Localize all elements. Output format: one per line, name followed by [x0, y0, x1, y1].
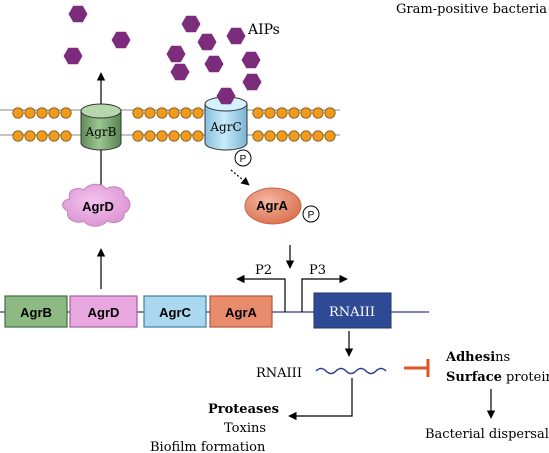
lipid-head [132, 107, 144, 119]
aip-hexagon [63, 47, 83, 65]
operon-gene-agrd: AgrD [69, 295, 138, 328]
agrc-receptor: AgrC [204, 96, 248, 151]
lipid-head [144, 130, 156, 142]
agr-operon: AgrB AgrD AgrC AgrA [4, 295, 273, 328]
lipid-head [60, 130, 72, 142]
aip-hexagon [226, 27, 246, 45]
aip-hexagon [111, 31, 131, 49]
lipid-head [168, 130, 180, 142]
lipid-head [264, 107, 276, 119]
lipid-head [324, 130, 336, 142]
rnaiii-gene: RNAIII [313, 292, 392, 329]
aip-hexagon [242, 73, 262, 91]
lipid-head [276, 130, 288, 142]
aip-molecules [63, 5, 262, 91]
operon-gene-label: AgrC [159, 305, 191, 320]
rnaiii-transcript-wave [315, 367, 387, 375]
lipid-head [12, 107, 24, 119]
bound-aip [216, 87, 236, 105]
virulence-arrow [288, 378, 353, 421]
lipid-head [24, 130, 36, 142]
lipid-head [180, 130, 192, 142]
lipid-head [24, 107, 36, 119]
phospho-agrc-icon: P [234, 149, 252, 167]
promoter-p3: P3 [301, 263, 348, 312]
agrb-label: AgrB [85, 125, 117, 139]
lipid-head [252, 107, 264, 119]
lipid-head [192, 130, 204, 142]
aip-hexagon [204, 55, 224, 73]
lipid-head [132, 130, 144, 142]
operon-gene-agra: AgrA [209, 295, 273, 328]
lipid-head [180, 107, 192, 119]
agrc-label: AgrC [209, 120, 241, 134]
agrd-label: AgrD [82, 199, 114, 214]
surface-protein-label: Surface protein [446, 370, 549, 385]
aip-hexagon [241, 51, 261, 69]
cell-membrane [0, 107, 340, 142]
agrb-transporter: AgrB [80, 103, 122, 151]
phospho-agrc-label: P [240, 154, 247, 165]
agra-label: AgrA [256, 198, 288, 213]
rnaiii-box-label: RNAIII [329, 305, 375, 320]
lipid-head [156, 130, 168, 142]
phosphotransfer-arrow [230, 169, 250, 186]
aip-hexagon [170, 63, 190, 81]
agra-regulator: AgrA P [244, 187, 320, 225]
title: Gram-positive bacteria [396, 2, 547, 17]
operon-gene-agrc: AgrC [143, 295, 207, 328]
agrd-propeptide: AgrD [62, 183, 131, 227]
lipid-head [264, 130, 276, 142]
lipid-head [300, 130, 312, 142]
lipid-head [144, 107, 156, 119]
lipid-head [60, 107, 72, 119]
phospho-agra-label: P [308, 210, 315, 221]
aip-hexagon [181, 15, 201, 33]
aip-hexagon [166, 45, 186, 63]
operon-gene-agrb: AgrB [4, 295, 68, 328]
lipid-head [192, 107, 204, 119]
adhesins-label: Adhesins [445, 350, 510, 365]
operon-gene-label: AgrB [20, 305, 52, 320]
lipid-head [12, 130, 24, 142]
lipid-head [48, 107, 60, 119]
p3-label: P3 [309, 263, 326, 278]
lipid-head [168, 107, 180, 119]
lipid-head [288, 107, 300, 119]
lipid-head [48, 130, 60, 142]
lipid-head [324, 107, 336, 119]
operon-gene-label: AgrA [225, 305, 257, 320]
p2-label: P2 [255, 263, 272, 278]
dispersal-label: Bacterial dispersal [425, 427, 549, 442]
aip-hexagon [197, 33, 217, 51]
lipid-head [36, 107, 48, 119]
inhibition-symbol [404, 359, 430, 377]
toxins-label: Toxins [224, 421, 266, 436]
promoter-p2: P2 [236, 263, 286, 312]
aip-hexagon [68, 5, 88, 23]
operon-gene-label: AgrD [88, 305, 120, 320]
proteases-label: Proteases [208, 402, 279, 417]
biofilm-label: Biofilm formation [150, 440, 266, 453]
aips-label: AIPs [247, 22, 280, 38]
lipid-head [36, 130, 48, 142]
rnaiii-transcript-label: RNAIII [256, 366, 302, 381]
lipid-head [312, 130, 324, 142]
lipid-head [312, 107, 324, 119]
lipid-head [156, 107, 168, 119]
lipid-head [276, 107, 288, 119]
lipid-head [252, 130, 264, 142]
lipid-head [288, 130, 300, 142]
lipid-head [300, 107, 312, 119]
